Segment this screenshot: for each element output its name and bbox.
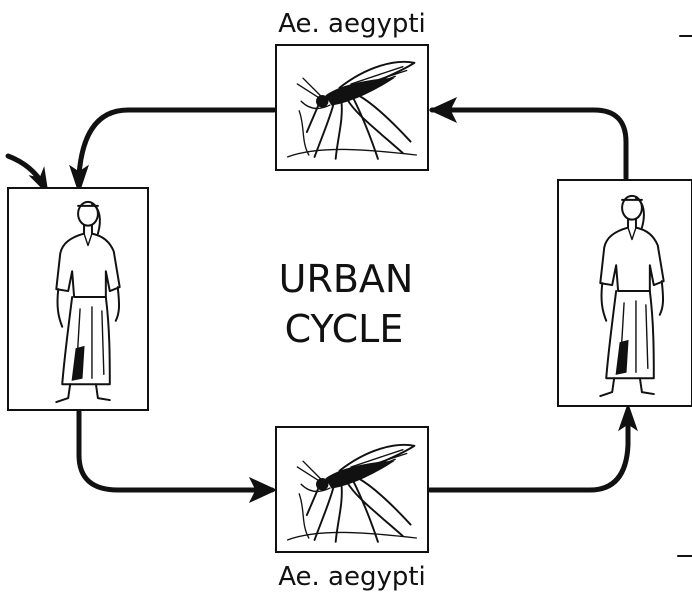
bottom-left-connector [76, 409, 275, 493]
top-mosquito-label: Ae. aegypti [278, 9, 426, 39]
top-connector [429, 107, 629, 181]
center-title-line2: CYCLE [285, 307, 404, 351]
arrow-into-bottom-mosquito [248, 476, 278, 504]
bottom-mosquito-label: Ae. aegypti [278, 562, 426, 592]
bottom-right-connector [427, 409, 631, 493]
top-left-connector [76, 107, 277, 178]
arrow-into-left-host [69, 164, 89, 195]
center-title-line1: URBAN [279, 257, 414, 301]
arrow-into-top-mosquito [428, 96, 458, 124]
arrow-into-right-host [618, 402, 638, 432]
